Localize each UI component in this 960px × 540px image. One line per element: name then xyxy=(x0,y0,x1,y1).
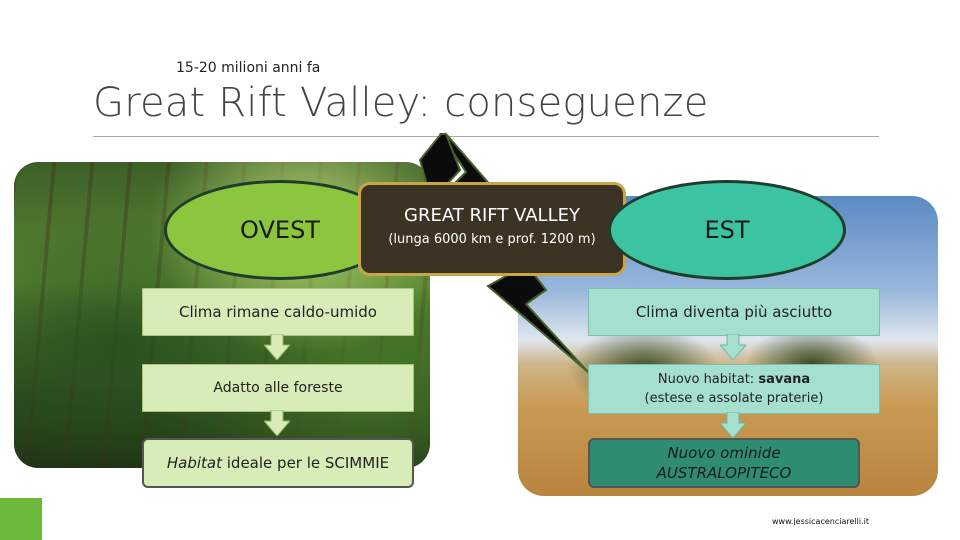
arrow-down-icon xyxy=(264,334,290,360)
slide-title: Great Rift Valley: conseguenze xyxy=(93,80,709,126)
footer-panel xyxy=(42,498,960,540)
ovest-habitat-text: Habitat ideale per le SCIMMIE xyxy=(167,454,389,472)
title-divider xyxy=(93,136,879,137)
habitat-rest-text: ideale per le SCIMMIE xyxy=(222,454,390,472)
arrow-down-icon xyxy=(720,334,746,360)
center-subtitle: (lunga 6000 km e prof. 1200 m) xyxy=(388,232,596,247)
arrow-down-icon xyxy=(264,410,290,436)
center-title: GREAT RIFT VALLEY xyxy=(404,205,580,226)
est-climate-box: Clima diventa più asciutto xyxy=(588,288,880,336)
est-hominid-line2: AUSTRALOPITECO xyxy=(656,464,792,482)
habitat-italic-word: Habitat xyxy=(166,454,222,472)
slide-subtitle: 15-20 milioni anni fa xyxy=(176,60,321,76)
ovest-ellipse: OVEST xyxy=(164,180,396,280)
arrow-down-icon xyxy=(720,412,746,438)
habitat-prefix: Nuovo habitat: xyxy=(657,372,759,387)
ovest-forest-box: Adatto alle foreste xyxy=(142,364,414,412)
ovest-label: OVEST xyxy=(240,216,320,244)
ovest-climate-box: Clima rimane caldo-umido xyxy=(142,288,414,336)
ovest-climate-text: Clima rimane caldo-umido xyxy=(178,303,377,321)
est-ellipse: EST xyxy=(608,180,846,280)
est-climate-text: Clima diventa più asciutto xyxy=(635,303,833,321)
great-rift-valley-box: GREAT RIFT VALLEY (lunga 6000 km e prof.… xyxy=(358,182,626,276)
est-hominid-box: Nuovo ominide AUSTRALOPITECO xyxy=(588,438,860,488)
est-hominid-line1: Nuovo ominide xyxy=(667,444,781,462)
ovest-forest-text: Adatto alle foreste xyxy=(213,380,343,396)
est-habitat-line1: Nuovo habitat: savana xyxy=(658,370,810,389)
est-label: EST xyxy=(704,216,750,244)
footer-website: www.jessicacenciarelli.it xyxy=(772,517,869,526)
savana-bold: savana xyxy=(758,372,811,387)
est-habitat-line2: (estese e assolate praterie) xyxy=(644,391,824,406)
ovest-habitat-box: Habitat ideale per le SCIMMIE xyxy=(142,438,414,488)
est-habitat-box: Nuovo habitat: savana (estese e assolate… xyxy=(588,364,880,414)
